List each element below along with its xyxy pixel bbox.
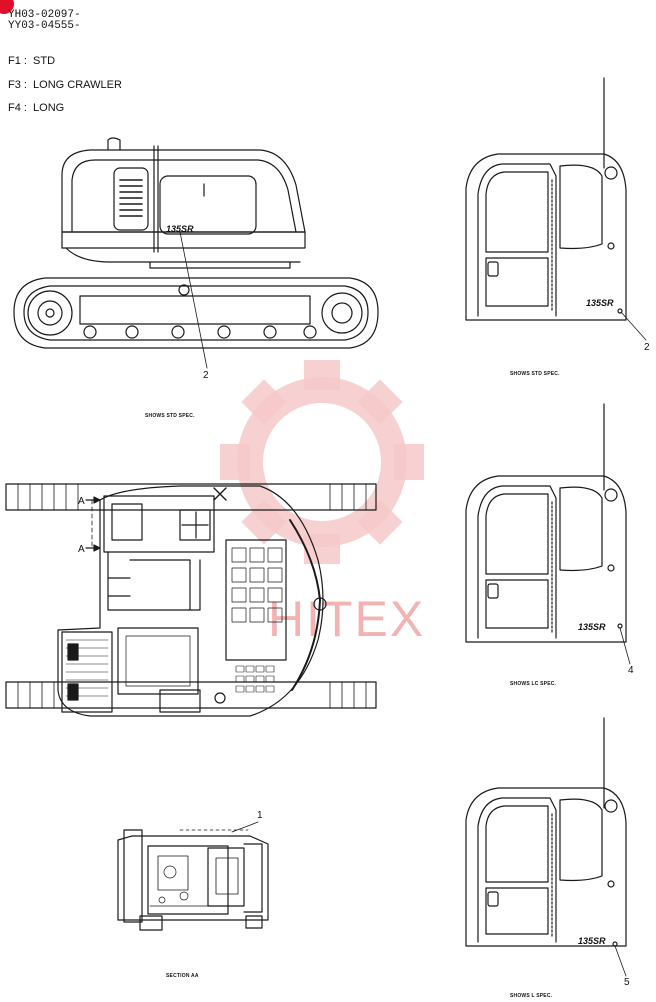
callout-cab-std: 2: [644, 342, 650, 353]
decal-cab-l: 135SR: [578, 936, 606, 946]
section-marker-top: A: [78, 496, 85, 507]
serial-line-1: YH03-02097-: [8, 9, 81, 21]
excavator-side-view: [13, 137, 379, 369]
decal-cab-std: 135SR: [586, 298, 614, 308]
watermark-text: HITEX: [268, 591, 426, 647]
cab-lc-drawing: [465, 403, 631, 665]
caption-side-view: SHOWS STD SPEC.: [145, 413, 195, 419]
serial-line-2: YY03-04555-: [8, 20, 81, 32]
caption-section-view: SECTION AA: [166, 973, 199, 979]
corner-mark: [0, 0, 14, 14]
caption-cab-std: SHOWS STD SPEC.: [510, 371, 560, 377]
callout-section-view: 1: [257, 810, 263, 821]
callout-cab-lc: 4: [628, 665, 634, 676]
cab-l-drawing: [465, 717, 627, 977]
section-aa-view: [117, 821, 269, 931]
cab-std-drawing: [465, 77, 647, 341]
caption-cab-l: SHOWS L SPEC.: [510, 993, 553, 999]
section-marker-bottom: A: [78, 544, 85, 555]
caption-cab-lc: SHOWS LC SPEC.: [510, 681, 557, 687]
callout-cab-l: 5: [624, 977, 630, 988]
variant-f4: F4 : LONG: [8, 102, 65, 114]
variant-f3: F3 : LONG CRAWLER: [8, 79, 122, 91]
decal-side: 135SR: [166, 224, 194, 234]
decal-cab-lc: 135SR: [578, 622, 606, 632]
variant-f1: F1 : STD: [8, 55, 56, 67]
excavator-top-view: [5, 483, 377, 717]
callout-side-view: 2: [203, 370, 209, 381]
